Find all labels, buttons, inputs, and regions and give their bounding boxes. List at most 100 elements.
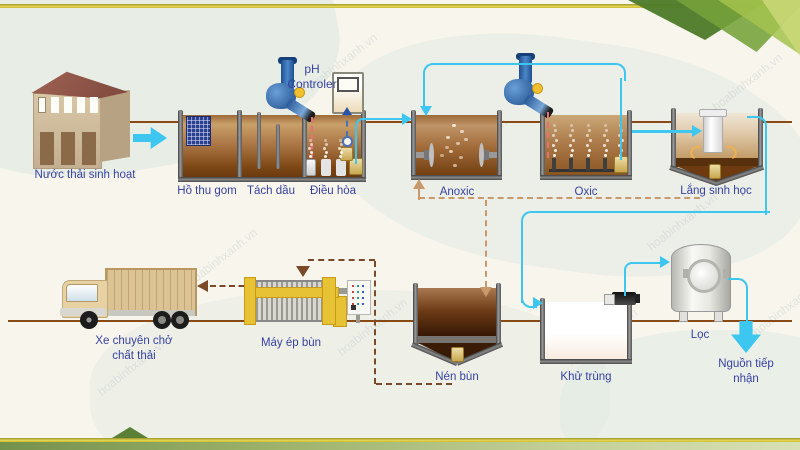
- air-bubbles: [587, 154, 590, 157]
- ph-controller-screen: [337, 77, 359, 92]
- ph-label-line2: Controler: [287, 77, 337, 92]
- disinfection-water: [545, 302, 627, 359]
- oil-separator-label: Tách dầu: [247, 185, 295, 197]
- flow-arrow: [660, 256, 670, 268]
- tank-wall: [497, 110, 502, 180]
- panel-switch: [351, 305, 356, 310]
- blower-pulley: [294, 87, 305, 98]
- bar-screen: [186, 116, 211, 146]
- bio-settling-label: Lắng sinh học: [680, 185, 752, 197]
- top-frame-line: [0, 4, 800, 8]
- truck-label-line1: Xe chuyên chở: [95, 335, 173, 347]
- mixer-blade: [429, 143, 434, 167]
- ph-label-line1: pH: [304, 62, 320, 76]
- flow-line-settling-out: [747, 116, 767, 215]
- house-doors: [40, 132, 54, 165]
- flow-line-to-filter: [624, 262, 666, 296]
- tank-wall: [627, 110, 632, 180]
- disinfection-label: Khử trùng: [560, 371, 612, 383]
- press-screw: [334, 288, 347, 294]
- tank-wall: [540, 110, 545, 180]
- truck-label: Xe chuyên chở chất thải: [74, 334, 194, 363]
- truck-chassis: [100, 310, 195, 316]
- oil-baffle: [257, 112, 261, 169]
- vessel-manhole: [687, 259, 721, 293]
- anoxic-floc: [452, 124, 456, 127]
- center-feed-well: [703, 111, 723, 153]
- flow-line-eq-anoxic: [355, 118, 407, 164]
- flow-line-effluent: [728, 278, 748, 324]
- receiving-source-label: Nguồn tiếp nhận: [701, 357, 791, 386]
- air-bubbles: [604, 154, 607, 157]
- sludge-pump: [709, 164, 721, 179]
- mixer-shaft: [488, 152, 497, 158]
- air-bubbles: [570, 154, 573, 157]
- ph-sensor-symbol: [342, 136, 353, 147]
- ph-signal-arrow: [342, 107, 352, 115]
- house-label: Nước thải sinh hoạt: [34, 169, 136, 181]
- feed-well-flange: [699, 109, 727, 117]
- receiving-label-line1: Nguồn tiếp: [718, 358, 774, 370]
- blower-pulley: [532, 83, 543, 94]
- tank-bottom: [178, 177, 366, 182]
- truck-window: [66, 284, 98, 302]
- aerator-diffusers: [306, 159, 316, 176]
- ph-controller-label: pH Controler: [282, 62, 342, 93]
- cake-out-arrow: [197, 280, 208, 292]
- flow-arrow: [533, 297, 543, 309]
- sludge-thickener-label: Nén bùn: [435, 371, 479, 383]
- tank-bottom: [540, 175, 632, 180]
- tank-wall: [361, 110, 366, 182]
- tank-bottom: [540, 359, 632, 364]
- air-supply-line: [311, 117, 313, 158]
- truck-container: [105, 268, 197, 316]
- diffuser-stems: [552, 158, 556, 171]
- sludge-waste-line: [485, 200, 487, 287]
- truck-wheel-hubs: [158, 316, 166, 324]
- ph-sensor-line: [346, 110, 348, 158]
- air-bubbles: [553, 154, 556, 157]
- tank-bottom: [411, 175, 502, 180]
- anoxic-liquor: [416, 115, 497, 175]
- mixer-blade: [479, 143, 484, 167]
- receiving-label-line2: nhận: [733, 372, 759, 385]
- mixer-hub: [484, 150, 489, 160]
- press-end-post: [244, 277, 256, 325]
- oil-baffle: [276, 124, 280, 169]
- sludge-return-line: [418, 188, 420, 200]
- sludge-pump: [451, 347, 464, 362]
- lower-ground-pipe: [8, 320, 792, 322]
- blower-pipe: [281, 60, 294, 88]
- house-windows: [38, 97, 46, 113]
- ph-probe: [340, 147, 353, 161]
- mixer-shaft: [416, 152, 425, 158]
- tank-wall: [411, 110, 416, 180]
- bottom-frame-line: [0, 438, 800, 442]
- air-bubbles: [324, 155, 327, 158]
- mixer-hub: [424, 150, 429, 160]
- flow-arrow: [420, 106, 432, 116]
- background-wash: [90, 290, 610, 450]
- panel-stand: [356, 313, 360, 323]
- truck-label-line2: chất thải: [112, 349, 156, 362]
- bottom-green-triangle: [112, 427, 148, 438]
- recirculation-line: [423, 63, 626, 81]
- air-supply-line: [547, 112, 549, 158]
- tank-wall: [496, 283, 501, 345]
- flow-arrow: [692, 125, 702, 137]
- tank1-wastewater: [183, 115, 361, 177]
- filter-label: Lọc: [690, 329, 710, 341]
- tank-wall: [540, 298, 545, 364]
- air-manifold: [549, 169, 622, 172]
- sludge-return-line: [419, 197, 700, 199]
- sludge-return-arrow: [413, 179, 425, 189]
- tank-wall: [302, 110, 307, 177]
- tank-wall: [627, 298, 632, 364]
- air-bubbles: [339, 155, 342, 158]
- anoxic-label: Anoxic: [439, 186, 475, 198]
- pump-tip: [635, 294, 640, 303]
- flow-arrow: [402, 113, 412, 125]
- thickener-grit: [418, 336, 501, 344]
- tank-wall: [671, 108, 676, 168]
- sludge-press-label: Máy ép bùn: [260, 337, 322, 349]
